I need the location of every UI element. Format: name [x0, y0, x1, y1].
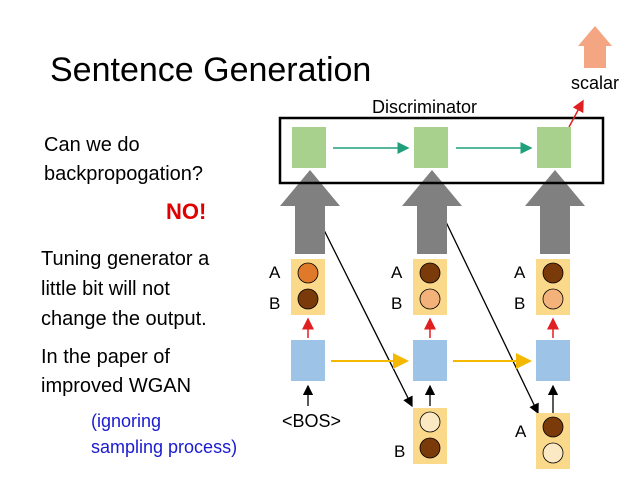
question-line-2: backpropogation?	[44, 163, 204, 185]
label-b-2: B	[391, 294, 403, 313]
discriminator-cell-1	[292, 127, 326, 168]
tuning-line-1: Tuning generator a	[41, 248, 210, 270]
sampled-a-3	[542, 416, 564, 438]
note-line-2: sampling process)	[91, 437, 238, 457]
sampled-b-3	[542, 442, 564, 464]
label-b-3: B	[514, 294, 526, 313]
question-line-1: Can we do	[44, 134, 140, 156]
scalar-red-line	[568, 99, 584, 128]
label-b-sampled: B	[394, 442, 406, 461]
gray-arrow-3	[525, 170, 585, 254]
sampled-b-2	[419, 437, 441, 459]
gray-arrow-2	[402, 170, 462, 254]
feed-line-1	[323, 229, 413, 408]
discriminator-label: Discriminator	[372, 97, 478, 117]
prob-b-3	[542, 288, 564, 310]
paper-line-1: In the paper of	[41, 346, 170, 368]
discriminator-cell-3	[537, 127, 571, 168]
prob-a-2	[419, 262, 441, 284]
paper-line-2: improved WGAN	[41, 375, 192, 397]
bos-label: <BOS>	[282, 411, 342, 431]
label-a-3: A	[514, 263, 526, 282]
label-a-1: A	[269, 263, 281, 282]
label-a-2: A	[391, 263, 403, 282]
label-a-sampled: A	[515, 422, 527, 441]
discriminator-box	[278, 116, 605, 185]
generator-cell-1	[291, 340, 325, 381]
label-b-1: B	[269, 294, 281, 313]
prob-b-2	[419, 288, 441, 310]
prob-a-1	[297, 262, 319, 284]
prob-a-3	[542, 262, 564, 284]
answer-no: NO!	[166, 199, 207, 224]
note-line-1: (ignoring	[91, 411, 162, 431]
tuning-line-2: little bit will not	[41, 278, 170, 300]
sampled-a-2	[419, 411, 441, 433]
scalar-output-arrow	[578, 26, 612, 68]
discriminator-cell-2	[414, 127, 448, 168]
generator-cell-2	[413, 340, 447, 381]
slide-title: Sentence Generation	[50, 51, 372, 89]
gray-arrow-1	[280, 170, 340, 254]
prob-b-1	[297, 288, 319, 310]
tuning-line-3: change the output.	[41, 308, 207, 330]
feed-line-2	[445, 221, 539, 415]
generator-cell-3	[536, 340, 570, 381]
scalar-label: scalar	[571, 73, 620, 93]
